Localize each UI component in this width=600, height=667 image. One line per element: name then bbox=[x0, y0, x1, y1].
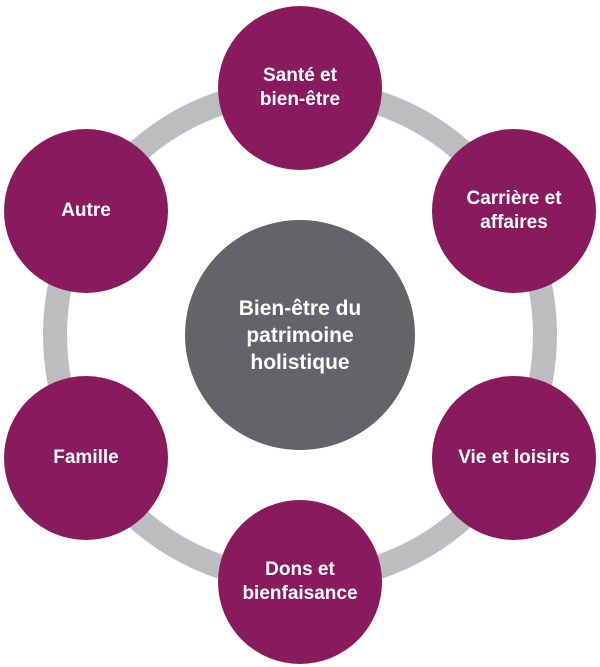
node-carriere-et-affaires: Carrière et affaires bbox=[432, 129, 596, 293]
node-famille: Famille bbox=[4, 376, 168, 540]
node-dons-et-bienfaisance: Dons et bienfaisance bbox=[218, 500, 382, 664]
node-vie-et-loisirs: Vie et loisirs bbox=[432, 376, 596, 540]
node-label-dons-et-bienfaisance: Dons et bienfaisance bbox=[242, 559, 358, 604]
node-sante-et-bien-etre: Santé et bien-être bbox=[218, 6, 382, 170]
center-node-label: Bien-être du patrimoine holistique bbox=[238, 296, 362, 374]
node-label-sante-et-bien-etre: Santé et bien-être bbox=[259, 65, 341, 110]
node-label-autre: Autre bbox=[61, 200, 111, 221]
node-label-vie-et-loisirs: Vie et loisirs bbox=[458, 447, 570, 468]
center-node-bien-etre-du-patrimoine-holistique: Bien-être du patrimoine holistique bbox=[185, 220, 415, 450]
node-label-carriere-et-affaires: Carrière et affaires bbox=[466, 188, 562, 233]
node-label-famille: Famille bbox=[53, 447, 119, 468]
node-autre: Autre bbox=[4, 129, 168, 293]
